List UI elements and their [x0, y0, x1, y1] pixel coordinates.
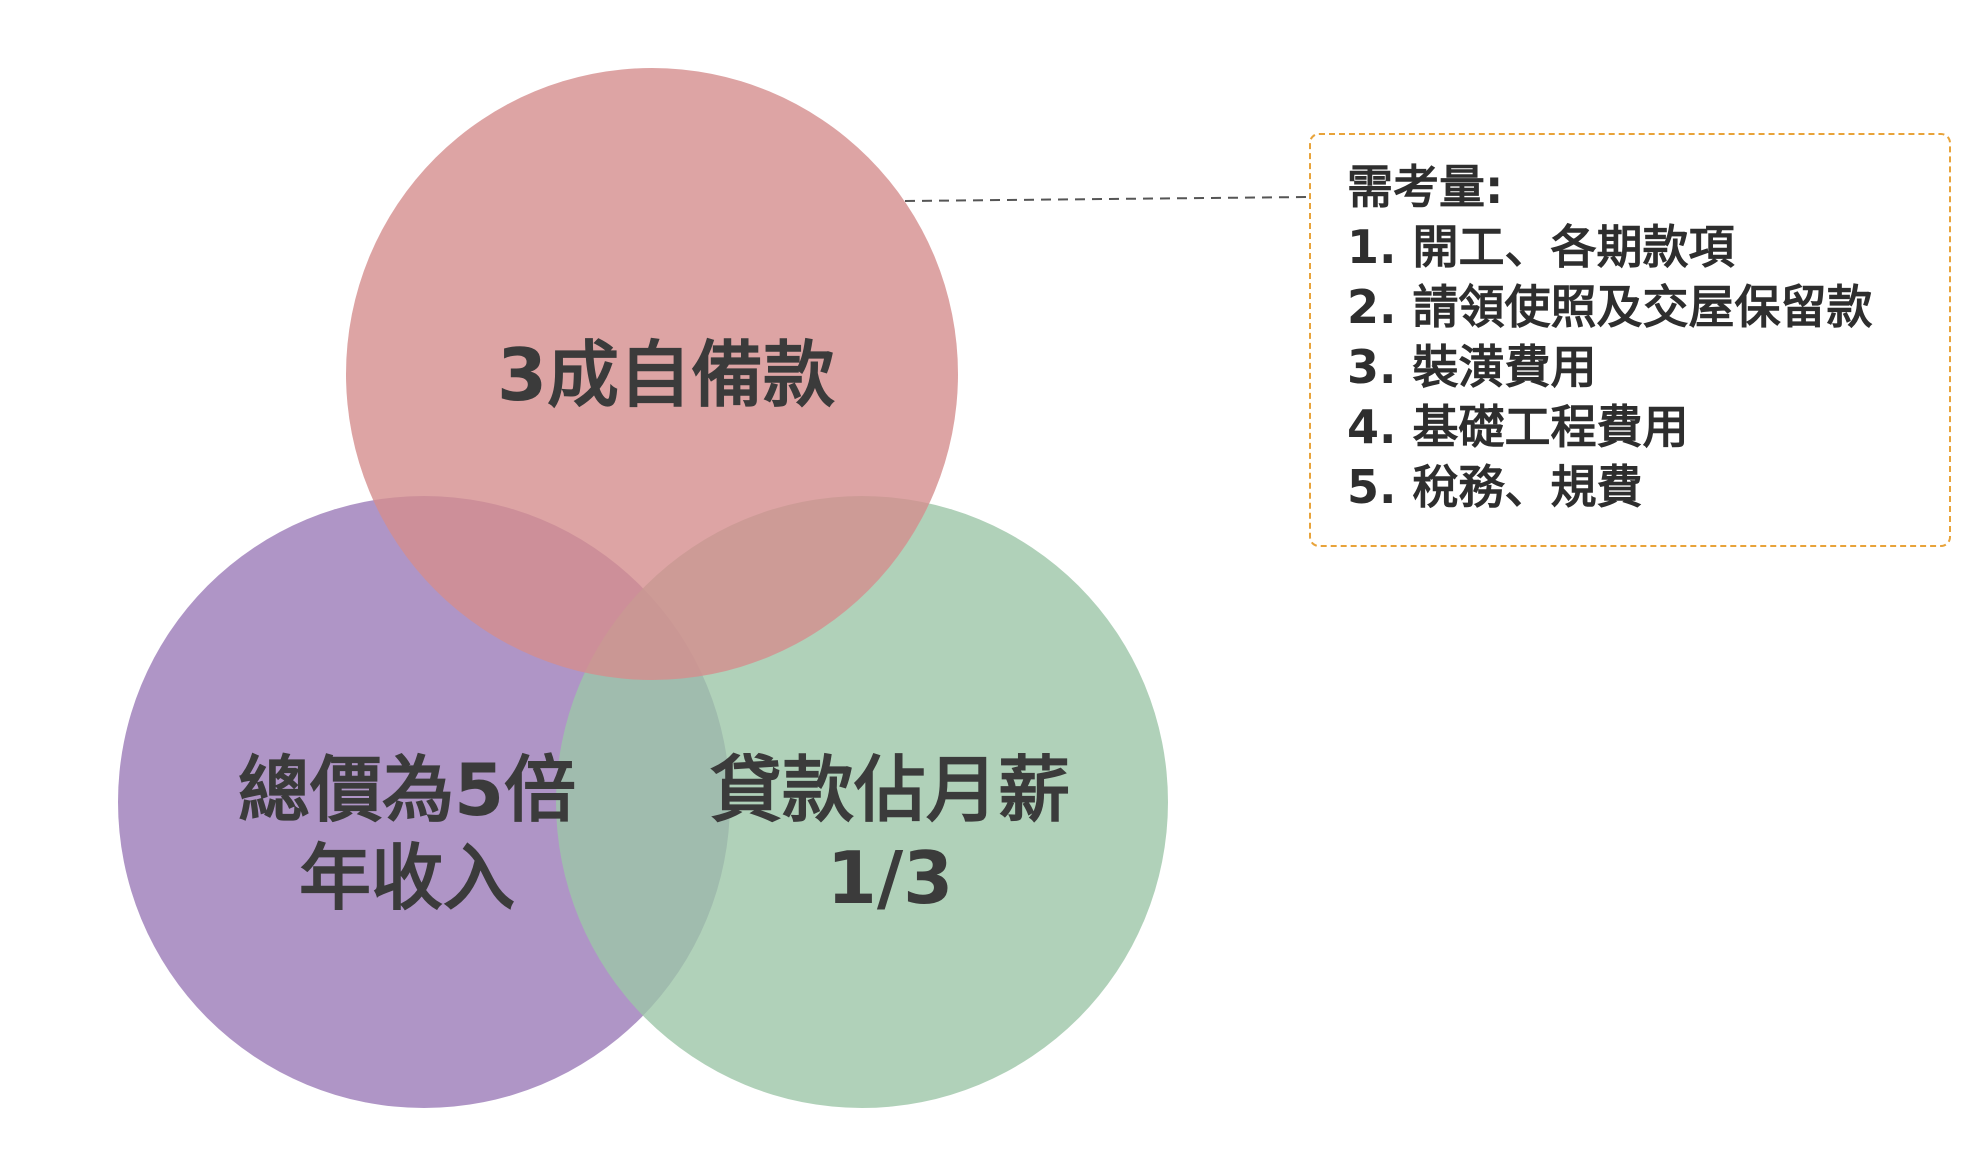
note-item-5: 5. 稅務、規費 — [1347, 460, 1643, 514]
top-circle-label: 3成自備款 — [497, 333, 835, 417]
note-item-1: 1. 開工、各期款項 — [1347, 220, 1735, 274]
note-item-3: 3. 裝潢費用 — [1347, 340, 1597, 394]
venn-circle-top — [346, 68, 958, 680]
connector-line — [904, 196, 1310, 202]
left-circle-label-line1: 總價為5倍 — [238, 748, 576, 832]
note-item-4: 4. 基礎工程費用 — [1347, 400, 1689, 454]
left-circle-label-line2: 年收入 — [299, 836, 515, 920]
right-circle-label-line2: 1/3 — [827, 836, 954, 920]
note-title: 需考量: — [1347, 160, 1504, 214]
right-circle-label-line1: 貸款佔月薪 — [710, 748, 1070, 832]
considerations-note: 需考量: 1. 開工、各期款項 2. 請領使照及交屋保留款 3. 裝潢費用 4.… — [1309, 133, 1951, 547]
note-item-2: 2. 請領使照及交屋保留款 — [1347, 280, 1873, 334]
